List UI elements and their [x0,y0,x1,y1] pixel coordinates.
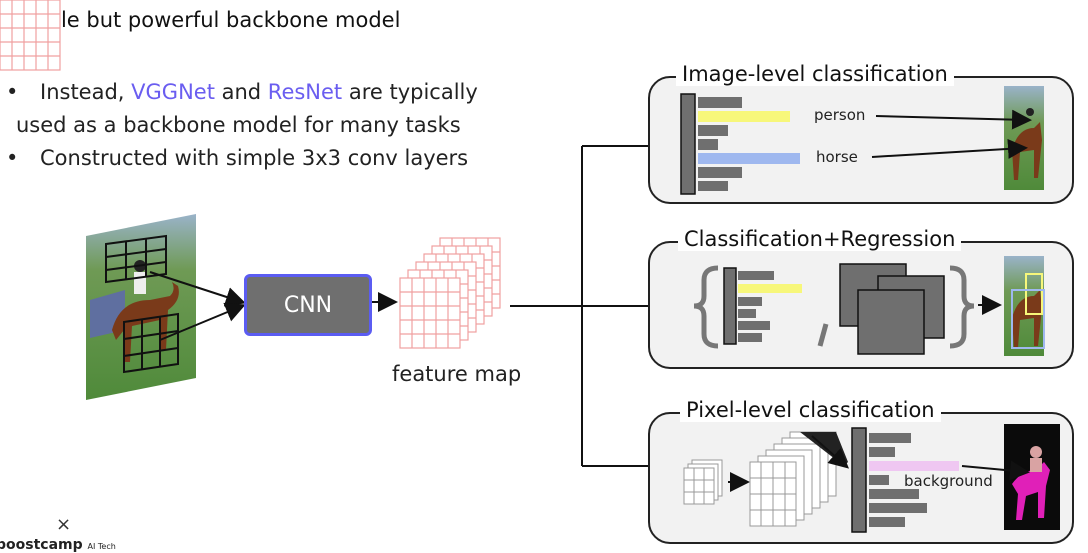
background-pointer-arrow [961,460,1030,481]
bullet-item: •Instead, VGGNet and ResNet are typicall… [6,76,546,109]
cnn-block: CNN [244,274,372,336]
resnet-text: ResNet [267,80,343,104]
pixel-classify-arrow [811,435,849,469]
pixel-level-vector [851,427,959,533]
cls-reg-right-brace-icon [949,265,975,349]
panel-image-level-title: Image-level classification [676,62,954,86]
feature-map-stack [0,0,61,71]
panel-cls-reg-title: Classification+Regression [678,227,962,251]
horse-pointer-arrow [871,138,1028,159]
cls-reg-photo [1004,256,1045,356]
pixel-large-feature-cube [749,431,848,527]
label-background: background [904,472,993,490]
arrow-to-cnn-bottom [159,302,246,341]
person-pointer-arrow [875,109,1032,130]
pixel-small-feature-cube [683,459,723,505]
panel-pixel-level-title: Pixel-level classification [680,398,941,422]
image-level-vector [680,93,800,195]
cls-reg-box-maps [839,263,945,355]
arrow-to-cnn-top [149,271,246,307]
bullet-dot-icon: • [6,80,19,104]
label-horse: horse [816,148,858,166]
cls-reg-vector [723,267,802,345]
label-person: person [814,106,866,124]
input-grid-overlay [105,234,179,374]
logo-x-icon: × [56,514,72,535]
cls-reg-left-brace-icon [693,265,719,349]
page-title: Simple but powerful backbone model [8,8,401,32]
bullet-item: •Constructed with simple 3x3 conv layers [6,142,546,175]
feature-map-label: feature map [392,362,522,386]
bullet-list: •Instead, VGGNet and ResNet are typicall… [6,76,546,175]
bullet-dot-icon: • [6,146,19,170]
vggnet-text: VGGNet [131,80,215,104]
cls-reg-comma [817,323,829,347]
boostcamp-logo: boostcamp AI Tech [0,537,116,553]
bullet-item-continued: used as a backbone model for many tasks [16,113,461,137]
input-horse-image [86,214,196,400]
